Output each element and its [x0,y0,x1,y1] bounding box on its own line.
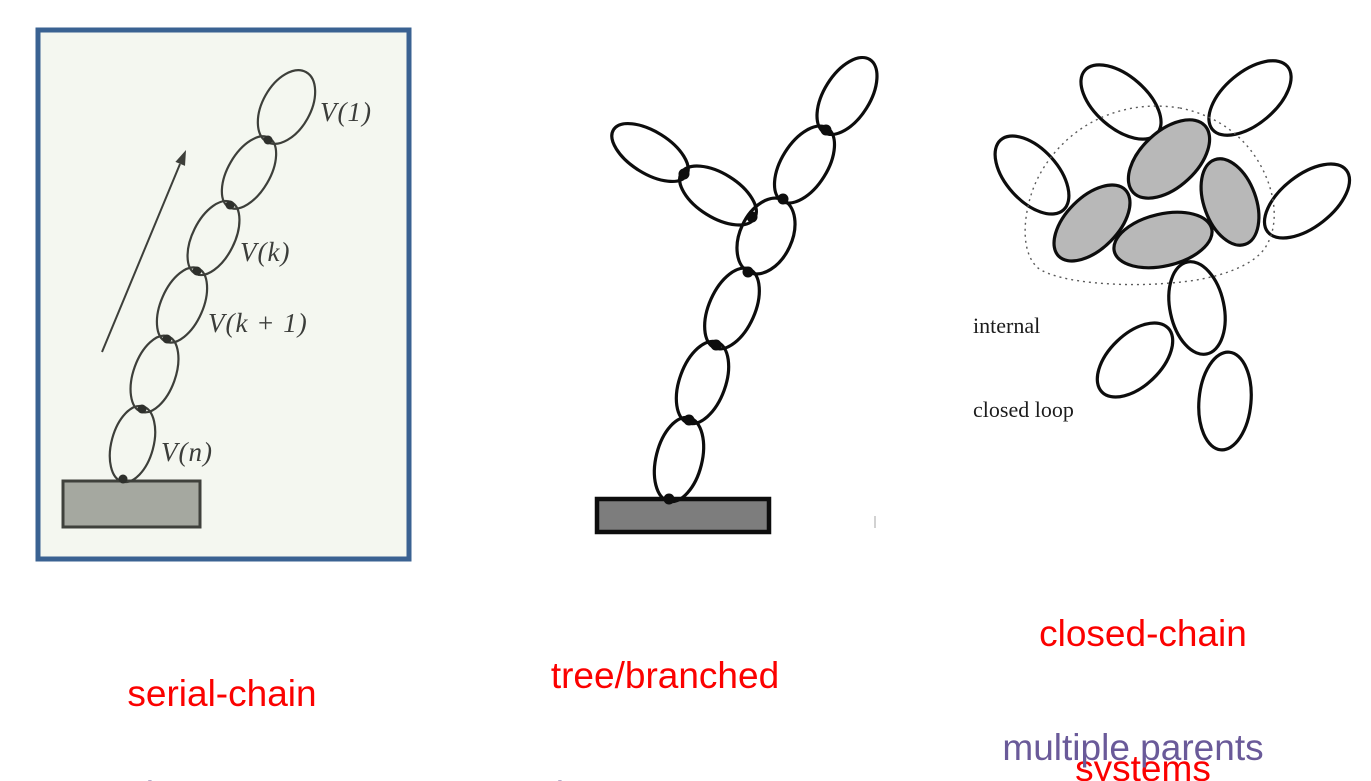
joint-dot [263,135,273,145]
internal-loop-outline [1024,105,1275,286]
joint-dot [742,266,754,278]
joint-dot [746,211,758,223]
tree-title-line1: tree/branched [550,655,780,696]
internal-loop-label-line2: closed loop [973,397,1074,422]
closed-loop-links [1052,118,1261,270]
joint-dot [137,404,147,414]
closed-chain-figure [993,59,1352,452]
loop-link [1199,157,1261,247]
joint-dot [225,200,235,210]
tree-joints [663,124,832,505]
serial-joints [118,135,273,484]
tree-right-branch-link [815,55,879,137]
closed-link [1197,350,1253,452]
closed-chain-caption: multiple parents [973,640,1293,781]
tree-figure [594,55,879,535]
closed-link [1095,321,1175,399]
tree-left-branch-link [610,121,690,184]
serial-chain-figure [35,27,412,562]
tree-caption-line1: 1 parent, [549,772,741,781]
closed-outer-links [993,59,1352,452]
joint-dot [683,414,695,426]
closed-link [1167,260,1227,356]
link-label-vk: V(k) [240,237,291,267]
joint-dot [192,266,202,276]
tree-title: tree/branched systems [515,563,815,781]
joint-dot [663,493,675,505]
link-label-v1: V(1) [320,97,372,127]
tree-trunk-link [652,415,706,504]
serial-chain-caption-line1: 1 parent, [139,772,285,781]
joint-dot [777,193,789,205]
loop-link [1052,183,1132,263]
link-label-vn: V(n) [161,437,213,467]
closed-chain-title-line2: systems [1075,748,1211,781]
loop-link [1112,210,1214,270]
tree-caption: 1 parent, children > 1 [549,686,741,781]
tree-left-branch-link [678,164,758,227]
joint-dot [820,124,832,136]
loop-link [1126,118,1212,200]
internal-loop-label: internal closed loop [973,256,1074,480]
serial-base-block [61,479,202,529]
joint-dot [678,168,690,180]
joint-dot [162,334,172,344]
serial-panel-frame [35,27,412,562]
closed-link [1207,59,1293,137]
tree-base-block [594,496,772,535]
serial-chain-title-line1: serial-chain [127,673,317,714]
closed-chain-title: closed-chain systems [993,521,1293,781]
internal-loop-label-line1: internal [973,313,1041,338]
serial-chain-title: serial-chain systems [72,581,372,781]
link-label-vk1: V(k + 1) [208,308,308,338]
joint-dot [118,474,128,484]
closed-link [1262,162,1352,240]
closed-chain-title-line1: closed-chain [1039,613,1247,654]
serial-chain-caption: 1 parent, 1 child [139,686,285,781]
closed-chain-caption-line1: multiple parents [1002,727,1264,768]
joint-dot [710,339,722,351]
tree-links [610,55,879,504]
chain-direction-arrow [101,150,186,353]
